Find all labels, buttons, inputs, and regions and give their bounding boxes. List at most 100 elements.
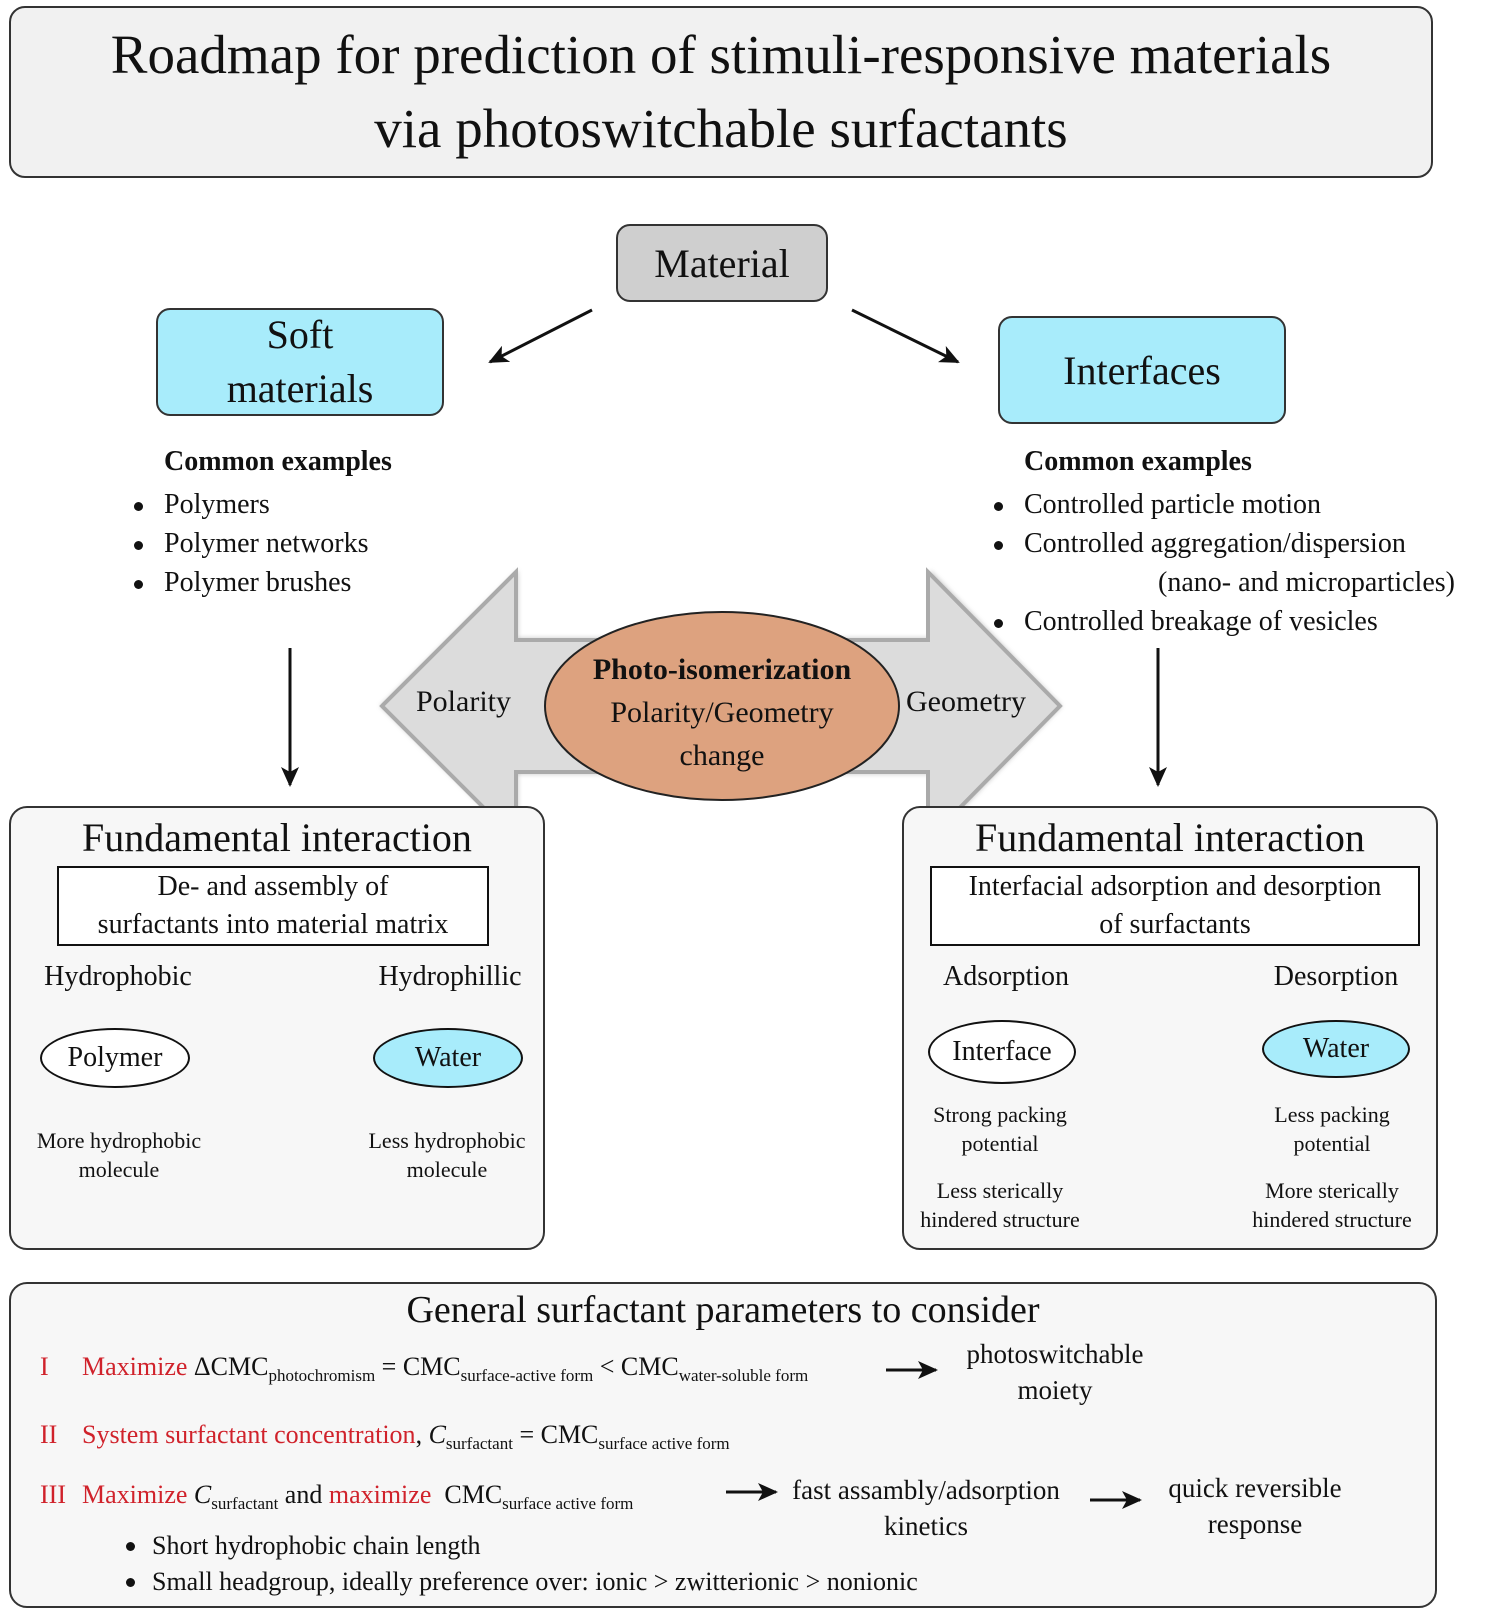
bullet-dot xyxy=(134,502,143,511)
title-line-1: Roadmap for prediction of stimuli-respon… xyxy=(110,24,1332,85)
soft-example-item: Polymer brushes xyxy=(134,563,369,602)
interfaces-label: Interfaces xyxy=(1063,347,1221,393)
param-3-c: C xyxy=(193,1480,212,1509)
strong-packing-label: Strong packing potential xyxy=(900,1100,1100,1158)
ellipse-line-3: change xyxy=(679,739,765,772)
ellipse-line-2: Polarity/Geometry xyxy=(610,696,834,729)
desorption-label: Desorption xyxy=(1273,961,1399,992)
less-hydrophobic-line-2: molecule xyxy=(406,1157,488,1182)
param-1-c: < CMC xyxy=(593,1352,679,1381)
param-1-a: ΔCMC xyxy=(193,1352,269,1381)
left-panel-title: Fundamental interaction xyxy=(82,815,472,860)
soft-materials-label-line-2: materials xyxy=(226,366,374,411)
soft-examples-list: Polymers Polymer networks Polymer brushe… xyxy=(134,485,369,602)
less-sterically-line-1: Less sterically xyxy=(936,1178,1064,1203)
param-1-a-sub: photochromism xyxy=(268,1366,376,1385)
param-1-number: I xyxy=(40,1352,49,1381)
param-3-c-sub: surfactant xyxy=(211,1494,279,1513)
soft-example-text: Polymer networks xyxy=(164,528,369,559)
right-panel-title: Fundamental interaction xyxy=(975,815,1365,860)
polarity-label: Polarity xyxy=(416,685,511,718)
param-3-and: and xyxy=(278,1480,329,1509)
interfaces-example-text: Controlled breakage of vesicles xyxy=(1024,606,1378,637)
left-description-box: De- and assembly of surfactants into mat… xyxy=(57,866,489,946)
title-line-2: via photoswitchable surfactants xyxy=(374,98,1068,159)
soft-materials-node: Soft materials xyxy=(156,308,444,416)
interface-label: Interface xyxy=(952,1036,1052,1067)
arrow-material-to-interfaces xyxy=(851,308,960,364)
less-sterically-line-2: hindered structure xyxy=(920,1207,1080,1232)
bullet-dot xyxy=(126,1578,135,1587)
strong-packing-line-1: Strong packing xyxy=(933,1102,1067,1127)
bullet-dot xyxy=(994,502,1003,511)
soft-example-item: Polymers xyxy=(134,485,369,524)
interfaces-example-item: Controlled particle motion xyxy=(994,485,1455,524)
arrow-material-to-soft xyxy=(488,308,593,364)
water-oval-right: Water xyxy=(1262,1020,1410,1078)
interface-oval: Interface xyxy=(928,1020,1076,1084)
less-hydrophobic-line-1: Less hydrophobic xyxy=(368,1128,526,1153)
parameters-panel: General surfactant parameters to conside… xyxy=(9,1282,1437,1608)
right-box-line-2: of surfactants xyxy=(1099,909,1251,940)
photo-isomerization-ellipse xyxy=(544,611,900,801)
param-3-cmc: CMC xyxy=(444,1480,503,1509)
right-box-line-1: Interfacial adsorption and desorption xyxy=(968,871,1382,902)
soft-example-text: Polymers xyxy=(164,489,270,520)
soft-example-text: Polymer brushes xyxy=(164,567,352,598)
interfaces-example-item: Controlled aggregation/dispersion xyxy=(994,524,1455,563)
bullet-dot xyxy=(134,541,143,550)
less-packing-label: Less packing potential xyxy=(1232,1100,1432,1158)
adsorption-label: Adsorption xyxy=(943,961,1069,992)
interfaces-example-continuation: (nano- and microparticles) xyxy=(1024,563,1455,602)
less-packing-line-2: potential xyxy=(1293,1131,1371,1156)
param-2-c: C xyxy=(428,1420,446,1449)
interfaces-example-text: Controlled aggregation/dispersion xyxy=(1024,528,1406,559)
water-oval-left: Water xyxy=(373,1028,523,1088)
param-3-red-2: maximize xyxy=(328,1480,432,1509)
bullet-dot xyxy=(994,619,1003,628)
bullet-dot xyxy=(134,580,143,589)
strong-packing-line-2: potential xyxy=(961,1131,1039,1156)
more-hydrophobic-label: More hydrophobic molecule xyxy=(14,1126,224,1184)
material-label: Material xyxy=(654,240,790,286)
param-3-cmc-sub: surface active form xyxy=(502,1494,634,1513)
water-label-right: Water xyxy=(1302,1033,1370,1064)
param-3-bullet-text: Short hydrophobic chain length xyxy=(152,1531,481,1560)
hydrophobic-label: Hydrophobic xyxy=(44,961,192,992)
param-3-number: III xyxy=(40,1480,66,1509)
param-1-b-sub: surface-active form xyxy=(460,1366,594,1385)
param-1-result: photoswitchable moiety xyxy=(940,1336,1170,1408)
title-box: Roadmap for prediction of stimuli-respon… xyxy=(9,6,1433,178)
interfaces-example-text: (nano- and microparticles) xyxy=(1158,567,1455,598)
bullet-dot xyxy=(994,541,1003,550)
param-3-bullet-text: Small headgroup, ideally preference over… xyxy=(152,1567,918,1596)
soft-example-item: Polymer networks xyxy=(134,524,369,563)
param-3-bullets: Short hydrophobic chain length Small hea… xyxy=(126,1528,918,1600)
param-1-c-sub: water-soluble form xyxy=(678,1366,809,1385)
less-sterically-label: Less sterically hindered structure xyxy=(900,1176,1100,1234)
soft-materials-label-line-1: Soft xyxy=(266,312,334,357)
left-box-line-1: De- and assembly of xyxy=(157,871,389,902)
ellipse-line-1: Photo-isomerization xyxy=(592,653,852,686)
param-3-result-1: fast assambly/adsorption kinetics xyxy=(776,1472,1076,1544)
left-box-line-2: surfactants into material matrix xyxy=(97,909,449,940)
param-3-bullet: Small headgroup, ideally preference over… xyxy=(126,1564,918,1600)
more-hydrophobic-line-2: molecule xyxy=(78,1157,160,1182)
water-label-left: Water xyxy=(414,1042,482,1073)
param-1-red: Maximize xyxy=(82,1352,188,1381)
more-sterically-line-1: More sterically xyxy=(1265,1178,1399,1203)
param-3-result-1-line-2: kinetics xyxy=(884,1511,968,1541)
polymer-label: Polymer xyxy=(67,1042,163,1073)
more-sterically-label: More sterically hindered structure xyxy=(1232,1176,1432,1234)
param-2-number: II xyxy=(40,1420,58,1449)
right-description-box: Interfacial adsorption and desorption of… xyxy=(930,866,1420,946)
interfaces-example-item: Controlled breakage of vesicles xyxy=(994,602,1455,641)
interfaces-node: Interfaces xyxy=(998,316,1286,424)
param-3-result-2-line-1: quick reversible xyxy=(1168,1473,1342,1503)
parameters-title: General surfactant parameters to conside… xyxy=(406,1289,1040,1331)
polymer-oval: Polymer xyxy=(40,1028,190,1088)
less-hydrophobic-label: Less hydrophobic molecule xyxy=(340,1126,554,1184)
